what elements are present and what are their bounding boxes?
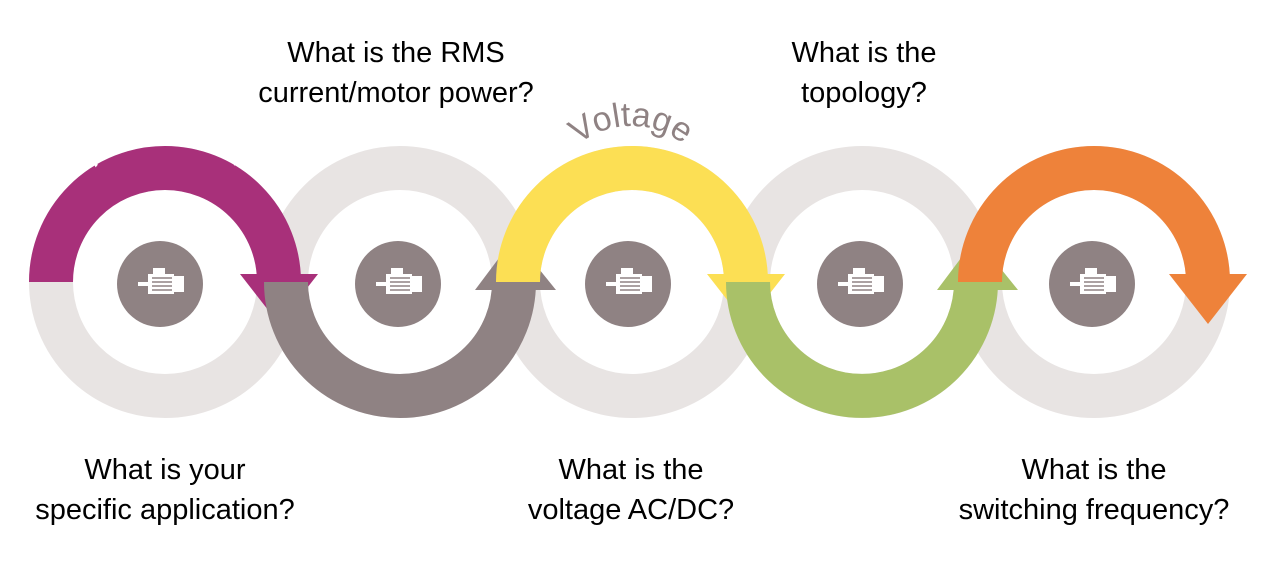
question-line: What is the [1021, 454, 1167, 486]
question-line: switching frequency? [958, 494, 1230, 526]
step-label-power: Power [347, 420, 455, 469]
question-line: What is the [791, 37, 937, 69]
arrowhead-down-icon [1169, 274, 1247, 324]
step-label-voltage: Voltage [562, 96, 700, 151]
question-line: What is your [84, 454, 246, 486]
motor-icon [817, 241, 903, 327]
question-application: What is your specific application? [15, 450, 315, 530]
arrow-frequency [958, 146, 1247, 324]
question-topology: What is the topology? [746, 33, 982, 113]
question-line: voltage AC/DC? [527, 494, 735, 526]
question-line: specific application? [35, 494, 295, 526]
motor-icon [117, 241, 203, 327]
motor-icon [355, 241, 441, 327]
question-line: What is the [558, 454, 704, 486]
motor-icon [585, 241, 671, 327]
motor-icon [1049, 241, 1135, 327]
question-power: What is the RMS current/motor power? [236, 33, 556, 113]
question-line: current/motor power? [258, 77, 534, 109]
question-line: topology? [801, 77, 927, 109]
motor-badges [117, 241, 1135, 327]
question-frequency: What is the switching frequency? [934, 450, 1254, 530]
question-line: What is the RMS [287, 37, 505, 69]
question-voltage: What is the voltage AC/DC? [496, 450, 766, 530]
